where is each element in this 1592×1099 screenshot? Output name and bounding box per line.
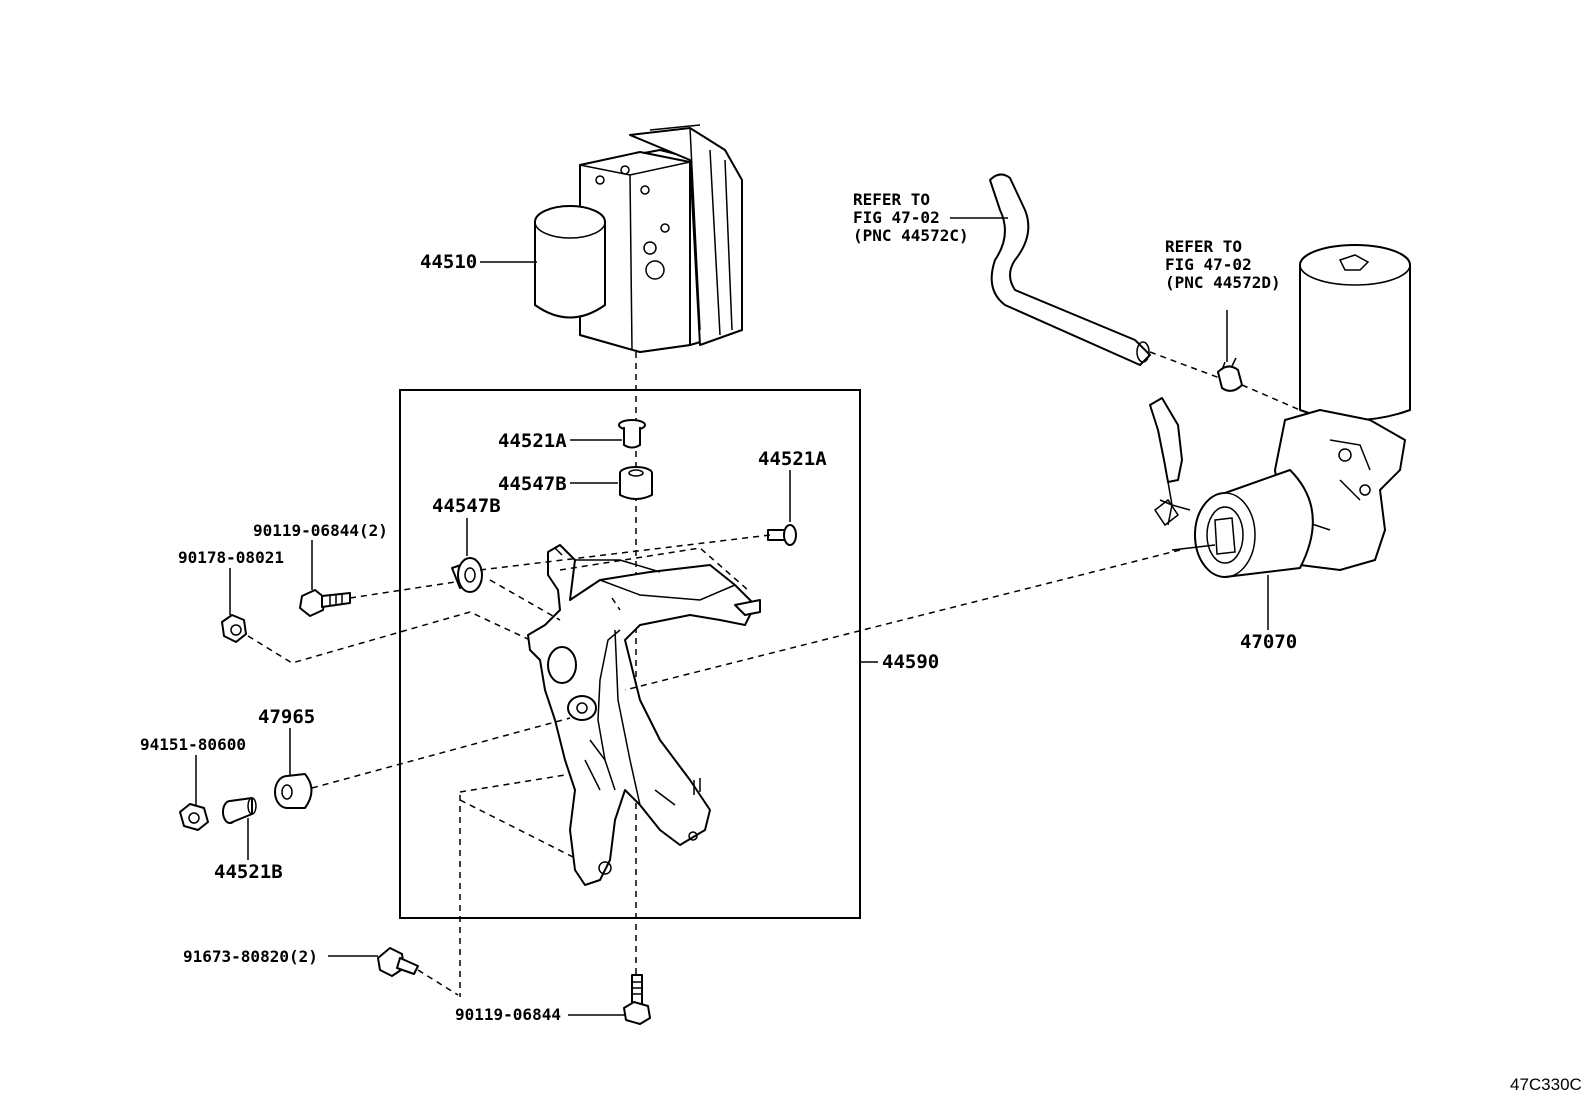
label-91673-80820-2: 91673-80820(2) (183, 947, 318, 966)
bolt-90119-06844-2[interactable] (299, 589, 351, 617)
refer-hose-line-3: (PNC 44572C) (853, 226, 969, 245)
refer-clamp-line-2: FIG 47-02 (1165, 255, 1252, 274)
refer-clamp-line-1: REFER TO (1165, 237, 1242, 256)
refer-hose-line-2: FIG 47-02 (853, 208, 940, 227)
label-44547b-left: 44547B (432, 495, 501, 517)
label-44521b: 44521B (214, 861, 283, 883)
label-47070: 47070 (1240, 631, 1297, 653)
pump-motor-47070[interactable] (1149, 244, 1411, 578)
bolt-90119-06844[interactable] (623, 974, 651, 1025)
cushion-47965[interactable] (274, 773, 313, 809)
label-47965: 47965 (258, 706, 315, 728)
label-44510: 44510 (420, 251, 477, 273)
grommet-44521a-right[interactable] (767, 524, 797, 546)
label-44521a-right: 44521A (758, 448, 827, 470)
figure-code: 47C330C (1510, 1075, 1582, 1094)
bracket-assembly-box (399, 389, 861, 919)
clamp-44572d (1217, 357, 1243, 392)
grommet-44521a-center[interactable] (618, 419, 646, 449)
label-90119-06844: 90119-06844 (455, 1005, 561, 1024)
cushion-44547b-center[interactable] (619, 466, 653, 500)
label-44590: 44590 (882, 651, 939, 673)
nut-90178-08021[interactable] (221, 614, 247, 643)
collar-44521b[interactable] (222, 797, 257, 824)
label-94151-80600: 94151-80600 (140, 735, 246, 754)
abs-actuator-44510[interactable] (534, 124, 743, 353)
cushion-44547b-left[interactable] (451, 557, 483, 593)
label-44521a-center: 44521A (498, 430, 567, 452)
label-44547b-center: 44547B (498, 473, 567, 495)
bolt-91673-80820-2[interactable] (377, 947, 419, 977)
nut-94151-80600[interactable] (179, 803, 209, 831)
label-90119-06844-2: 90119-06844(2) (253, 521, 388, 540)
bracket-44590[interactable] (527, 544, 761, 886)
refer-clamp-line-3: (PNC 44572D) (1165, 273, 1281, 292)
refer-hose-line-1: REFER TO (853, 190, 930, 209)
label-90178-08021: 90178-08021 (178, 548, 284, 567)
hose-44572c (989, 173, 1151, 366)
